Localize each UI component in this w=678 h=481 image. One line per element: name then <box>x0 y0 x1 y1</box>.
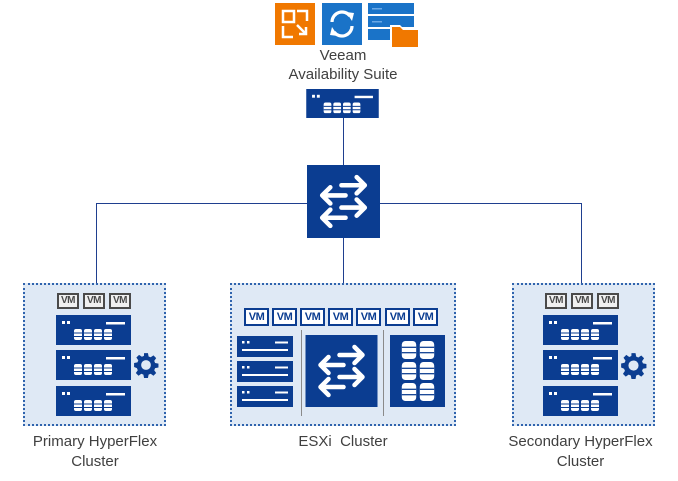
vm-badge: VM <box>545 293 567 309</box>
vm-badge: VM <box>385 308 410 326</box>
vm-badge: VM <box>109 293 131 309</box>
compute-server-icon <box>237 361 293 382</box>
hyperflex-server-icon <box>56 386 131 416</box>
link-to-esxi-cluster <box>343 238 344 284</box>
primary-cluster-label-line1: Primary HyperFlex <box>32 433 158 450</box>
gear-icon <box>133 352 159 378</box>
compute-server-icon <box>237 336 293 357</box>
storage-array-icon <box>390 335 445 407</box>
hyperflex-server-icon <box>543 315 618 345</box>
vm-badge: VM <box>571 293 593 309</box>
veeam-label-line1: Veeam <box>319 47 367 64</box>
link-to-primary-cluster <box>96 203 97 284</box>
hyperflex-server-icon <box>543 386 618 416</box>
vm-badge: VM <box>356 308 381 326</box>
vm-badge: VM <box>597 293 619 309</box>
vm-badge: VM <box>272 308 297 326</box>
veeam-server-icon <box>306 89 379 118</box>
esxi-network-switch-icon <box>305 335 378 407</box>
vm-badge: VM <box>413 308 438 326</box>
vm-badge: VM <box>57 293 79 309</box>
vm-badge: VM <box>244 308 269 326</box>
veeam-label-line2: Availability Suite <box>288 66 398 83</box>
veeam-product-icons <box>275 3 420 48</box>
hyperflex-server-icon <box>56 350 131 380</box>
veeam-storage-icon <box>368 3 420 48</box>
vm-badge: VM <box>83 293 105 309</box>
link-switch-horizontal-left <box>96 203 307 204</box>
vm-badge: VM <box>328 308 353 326</box>
hyperflex-server-icon <box>543 350 618 380</box>
compute-server-icon <box>237 386 293 407</box>
core-network-switch-icon <box>307 165 380 238</box>
esxi-cluster-label: ESXi Cluster <box>298 433 388 450</box>
gear-icon <box>620 352 647 379</box>
secondary-cluster-label-line1: Secondary HyperFlex <box>508 433 653 450</box>
vm-badge: VM <box>300 308 325 326</box>
primary-cluster-label-line2: Cluster <box>71 453 119 470</box>
divider <box>383 330 384 416</box>
link-to-secondary-cluster <box>581 203 582 284</box>
link-switch-horizontal-right <box>380 203 582 204</box>
veeam-sync-icon <box>322 3 362 45</box>
secondary-cluster-label-line2: Cluster <box>556 453 605 470</box>
veeam-backup-replication-icon <box>275 3 315 45</box>
hyperflex-server-icon <box>56 315 131 345</box>
link-server-to-switch <box>343 118 344 165</box>
divider <box>301 330 302 416</box>
